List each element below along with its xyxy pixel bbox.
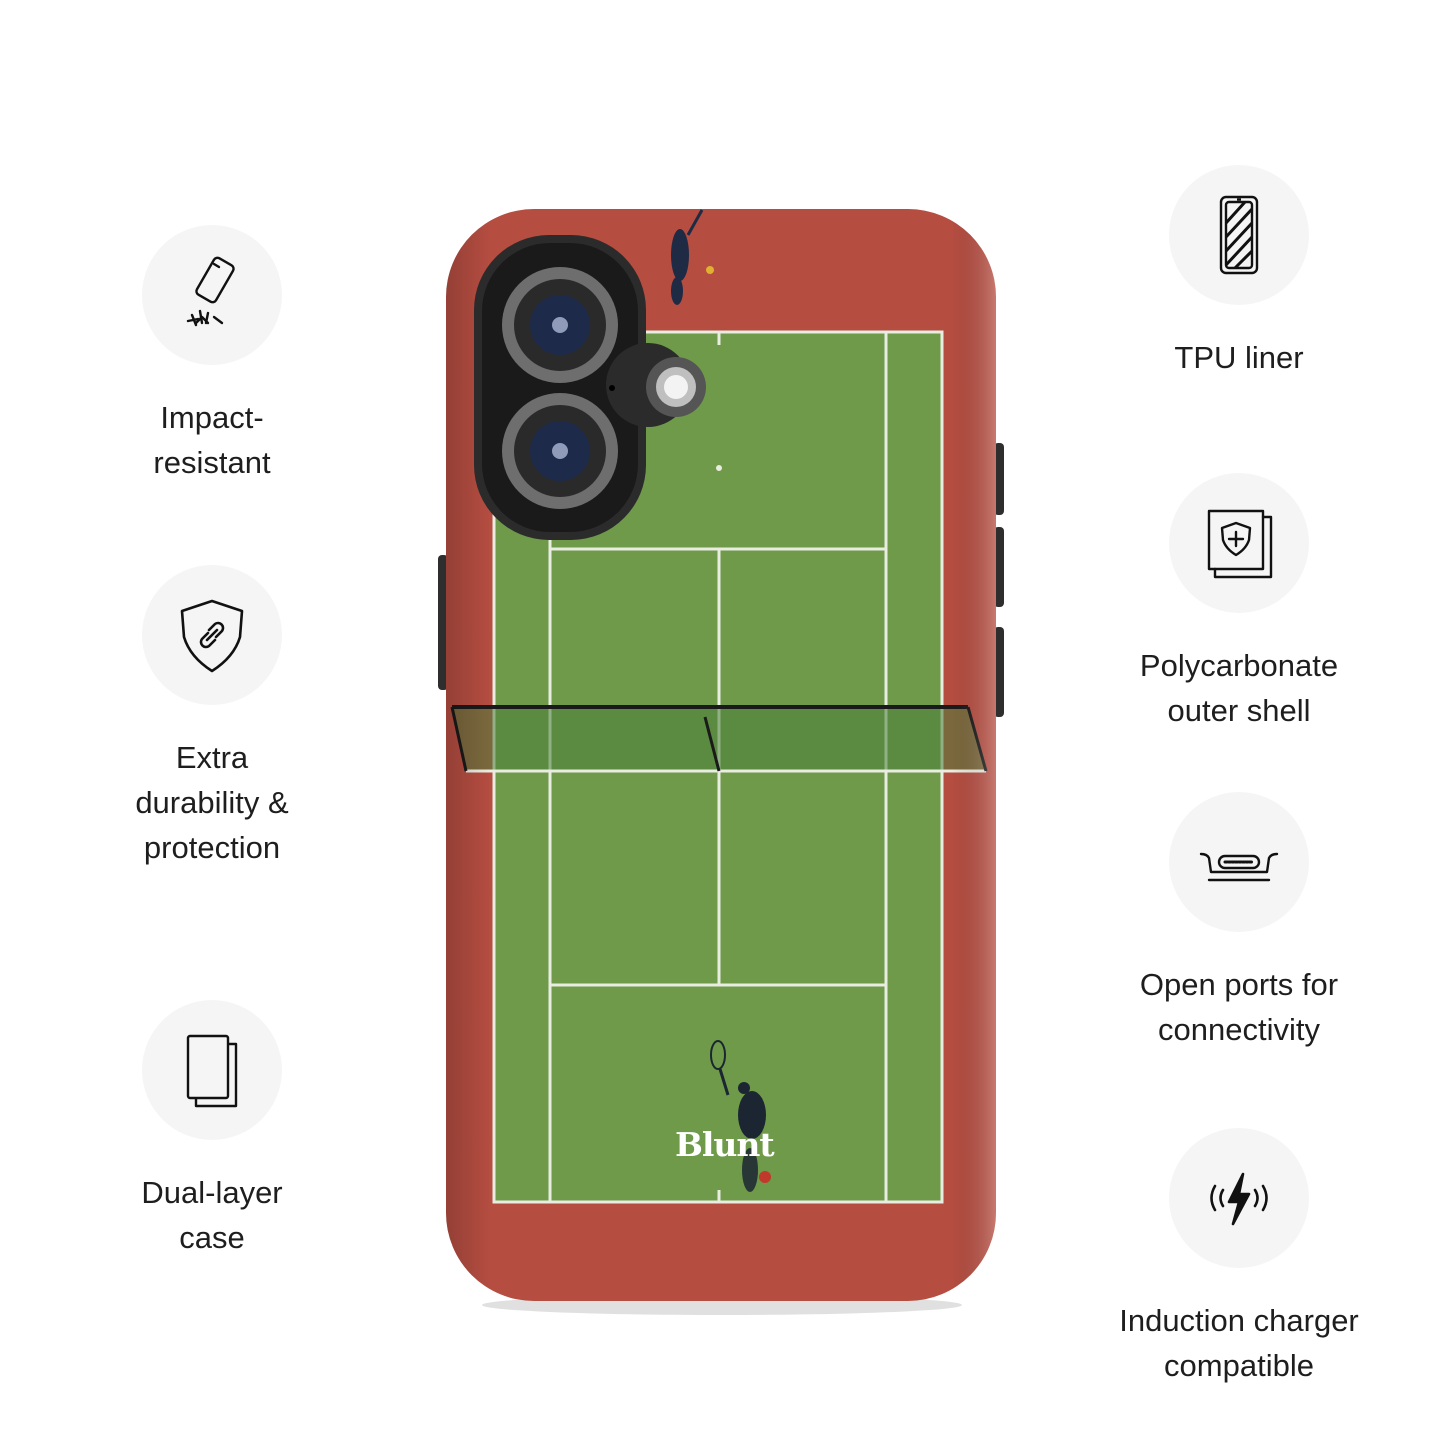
side-button-right	[994, 527, 1004, 607]
side-button-right	[994, 443, 1004, 515]
feature-label: Impact- resistant	[153, 400, 271, 480]
side-button-right	[994, 627, 1004, 717]
shield-link-icon	[180, 599, 244, 673]
feature-icon-circle	[1169, 792, 1309, 932]
camera-lens	[502, 267, 618, 383]
feature-polycarbonate-shell: Polycarbonate outer shell	[1089, 473, 1389, 733]
feature-impact-resistant: Impact- resistant	[62, 225, 362, 485]
wireless-charging-icon	[1210, 1172, 1268, 1226]
camera-lens	[502, 393, 618, 509]
dropped-phone-icon	[186, 256, 235, 327]
feature-label: Induction charger compatible	[1119, 1303, 1359, 1383]
phone-case-illustration	[438, 209, 1004, 1315]
dual-layer-icon	[186, 1034, 238, 1108]
feature-label: Open ports for connectivity	[1139, 967, 1339, 1047]
feature-open-ports: Open ports for connectivity	[1089, 792, 1389, 1052]
feature-icon-circle	[142, 1000, 282, 1140]
feature-icon-circle	[142, 565, 282, 705]
feature-induction-charger: Induction charger compatible	[1089, 1128, 1389, 1388]
feature-dual-layer: Dual-layer case	[62, 1000, 362, 1260]
feature-icon-circle	[142, 225, 282, 365]
feature-label: Dual-layer case	[141, 1175, 283, 1255]
camera-module	[474, 235, 706, 540]
shield-shell-icon	[1207, 509, 1273, 579]
side-button-left	[438, 555, 448, 690]
usb-port-icon	[1199, 852, 1279, 882]
feature-extra-durability: Extra durability & protection	[62, 565, 362, 870]
phone-liner-icon	[1219, 195, 1259, 275]
feature-label: TPU liner	[1174, 340, 1304, 375]
feature-icon-circle	[1169, 1128, 1309, 1268]
feature-tpu-liner: TPU liner	[1089, 165, 1389, 380]
brand-logo: Blunt	[675, 1125, 775, 1164]
feature-icon-circle	[1169, 473, 1309, 613]
feature-label: Polycarbonate outer shell	[1139, 648, 1339, 728]
phone-case-product: Blunt	[430, 195, 1020, 1320]
feature-icon-circle	[1169, 165, 1309, 305]
feature-label: Extra durability & protection	[135, 740, 289, 865]
